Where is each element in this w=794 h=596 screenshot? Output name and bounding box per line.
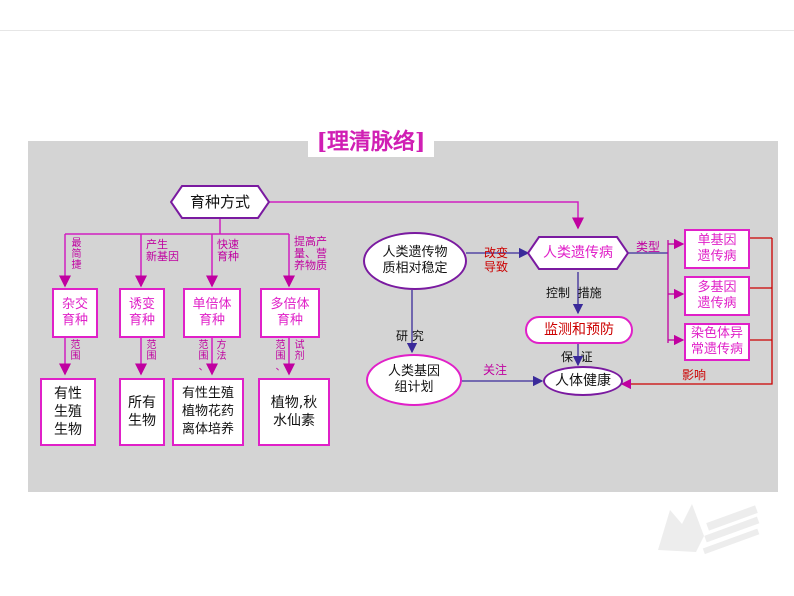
scope-label-3: 范 围 、 bbox=[198, 340, 209, 373]
disease-label: 人类遗传病 bbox=[543, 245, 613, 261]
project-oval: 人类基因 组计划 bbox=[366, 354, 462, 406]
scope-label-4: 范 围 、 bbox=[275, 340, 286, 373]
health-oval: 人体健康 bbox=[543, 366, 623, 396]
stable-oval: 人类遗传物 质相对稳定 bbox=[363, 232, 467, 290]
feature-label-4: 提高产 量、营 养物质 bbox=[294, 235, 327, 272]
change-label: 改变 导致 bbox=[484, 246, 509, 274]
influence-label: 影响 bbox=[682, 368, 707, 382]
feature-label-2: 产生 新基因 bbox=[146, 238, 179, 263]
method-box-polyploid: 多倍体 育种 bbox=[260, 288, 320, 338]
feature-label-3: 快速 育种 bbox=[217, 238, 239, 263]
method-label-3: 方 法 bbox=[216, 340, 227, 362]
line-influence-v bbox=[620, 238, 773, 390]
monitor-box: 监测和预防 bbox=[525, 316, 633, 344]
line-root-right bbox=[268, 201, 584, 230]
feature-label-1: 最 简 捷 bbox=[71, 238, 82, 271]
disease-hexagon bbox=[527, 236, 629, 270]
page-title: [理清脉络] bbox=[308, 127, 434, 157]
root-label: 育种方式 bbox=[189, 193, 250, 211]
guarantee-label: 保 证 bbox=[561, 350, 593, 364]
focus-label: 关注 bbox=[483, 363, 508, 377]
watermark-logo bbox=[658, 504, 760, 555]
top-divider bbox=[0, 30, 794, 31]
study-label: 研 究 bbox=[396, 329, 424, 343]
scope-box-polyploid: 植物,秋 水仙素 bbox=[258, 378, 330, 446]
type-box-chromosome: 染色体异 常遗传病 bbox=[684, 323, 750, 361]
scope-box-mutation: 所有 生物 bbox=[119, 378, 165, 446]
type-label: 类型 bbox=[636, 240, 661, 254]
scope-box-haploid: 有性生殖 植物花药 离体培养 bbox=[172, 378, 244, 446]
type-box-single: 单基因 遗传病 bbox=[684, 229, 750, 269]
scope-label-2: 范 围 bbox=[146, 340, 157, 362]
root-hexagon bbox=[170, 185, 270, 219]
method-box-haploid: 单倍体 育种 bbox=[183, 288, 241, 338]
control-label: 控制 措施 bbox=[546, 286, 602, 300]
method-box-hybrid: 杂交 育种 bbox=[52, 288, 98, 338]
scope-box-hybrid: 有性 生殖 生物 bbox=[40, 378, 96, 446]
reagent-label-4: 试 剂 bbox=[294, 340, 305, 362]
type-box-multi: 多基因 遗传病 bbox=[684, 276, 750, 316]
scope-label-1: 范 围 bbox=[70, 340, 81, 362]
method-box-mutation: 诱变 育种 bbox=[119, 288, 165, 338]
